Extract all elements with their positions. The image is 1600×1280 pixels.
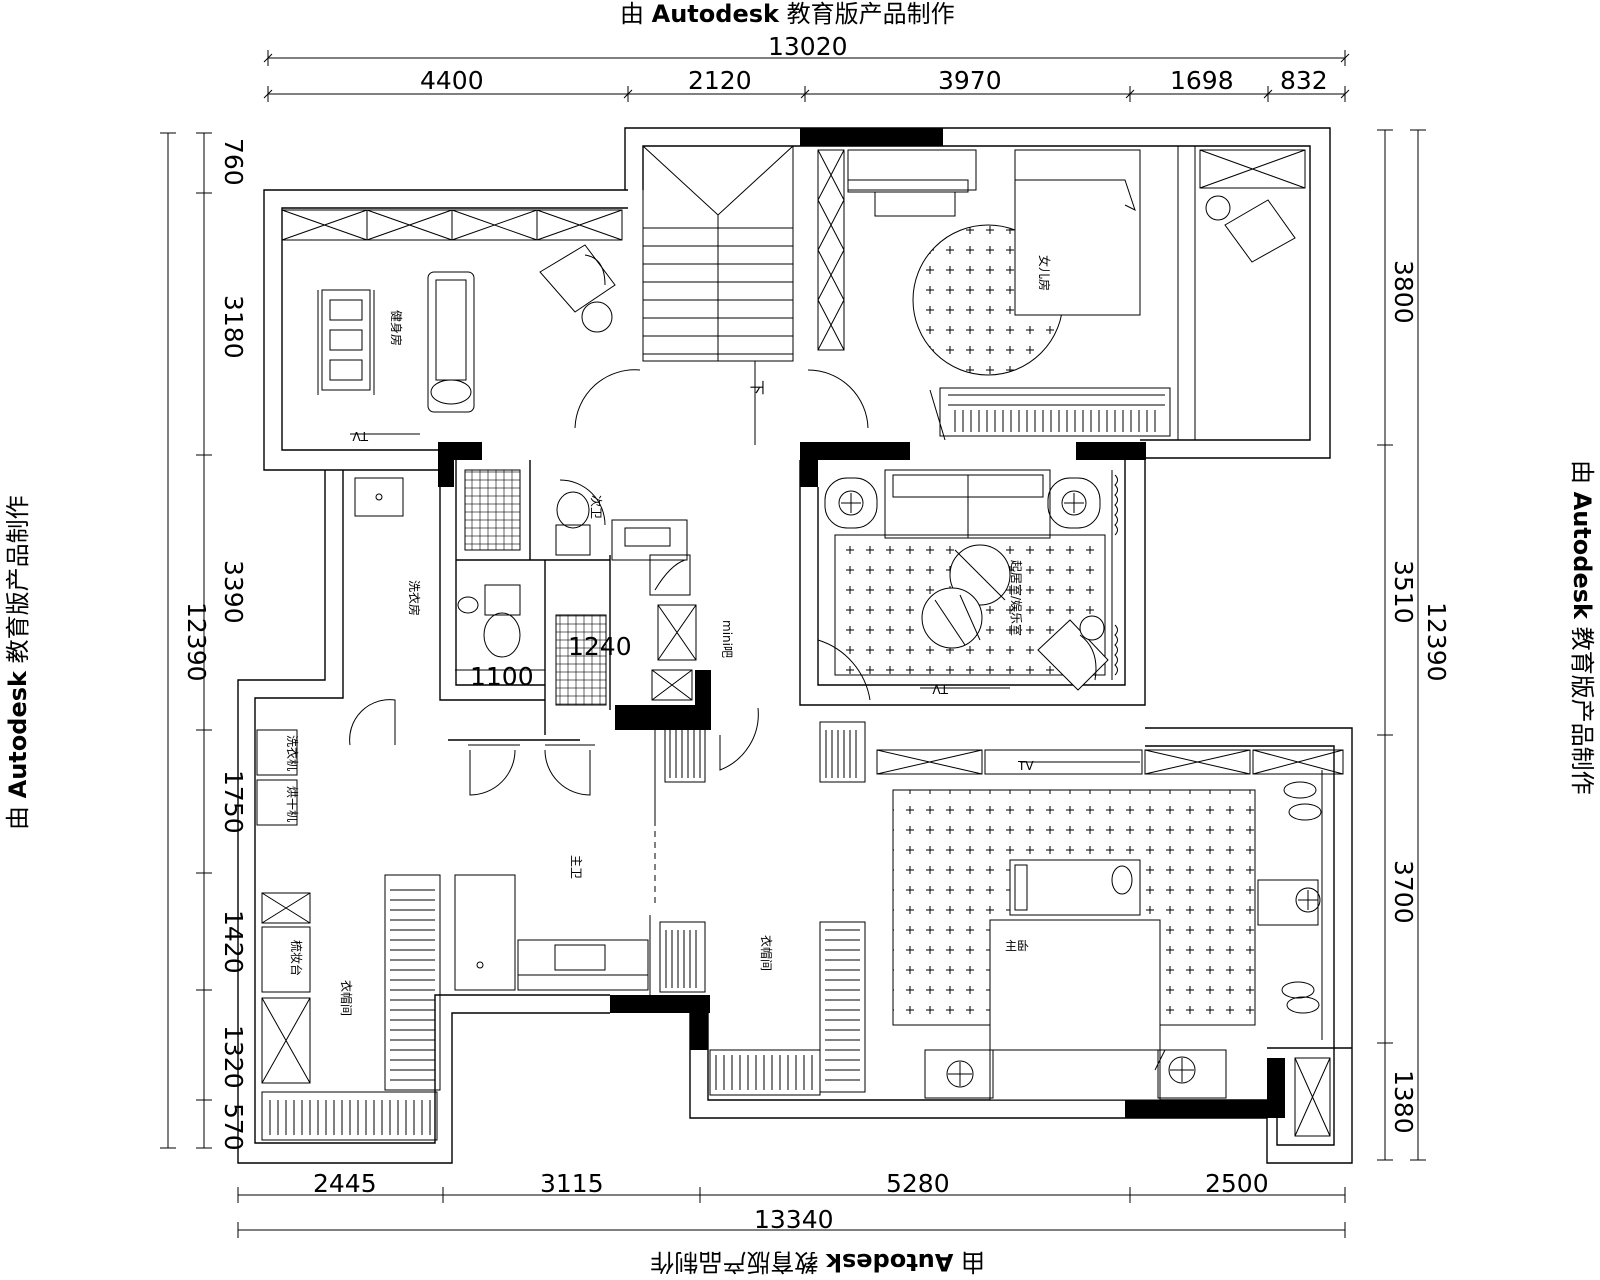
dim-left-seg-5: 1420 xyxy=(219,910,248,974)
room-family-label: 起居室/娱乐室 xyxy=(1009,560,1024,636)
dim-right-seg-4: 1380 xyxy=(1389,1070,1418,1134)
master-side-chairs xyxy=(1257,770,1323,1040)
vanity-and-cabinets xyxy=(261,892,438,1141)
washer-dryer xyxy=(256,729,298,826)
dim-top-seg-3: 3970 xyxy=(938,66,1002,95)
dim-bottom-seg-3: 5280 xyxy=(886,1169,950,1198)
daughter-wardrobe-left xyxy=(817,149,845,351)
dim-bottom-seg-4: 2500 xyxy=(1205,1169,1269,1198)
washer-label: 洗衣机 xyxy=(285,735,300,771)
closet-center xyxy=(649,915,866,1096)
shower-master-bath xyxy=(555,614,607,706)
stair-down-label: 下 xyxy=(748,380,766,395)
master-bench xyxy=(1009,859,1141,916)
dimension-bottom xyxy=(237,1187,1346,1238)
structural-columns xyxy=(438,128,1285,1118)
dimension-left xyxy=(160,132,212,1149)
family-coffee-tables xyxy=(921,544,1011,649)
second-bath-vanity xyxy=(611,519,688,561)
dim-bottom-seg-2: 3115 xyxy=(540,1169,604,1198)
dim-top-seg-2: 2120 xyxy=(688,66,752,95)
dimension-right xyxy=(1377,129,1426,1161)
dim-left-seg-2: 3180 xyxy=(219,295,248,359)
dim-left-seg-7: 570 xyxy=(219,1103,248,1151)
dim-left-seg-4: 1750 xyxy=(219,770,248,834)
dryer-label: 烘干机 xyxy=(285,786,299,822)
staircase xyxy=(574,145,869,445)
dim-bottom-seg-1: 2445 xyxy=(313,1169,377,1198)
closet-left-rails xyxy=(384,874,516,1091)
room-closet-left-label: 衣帽间 xyxy=(339,980,354,1016)
wardrobe-corridor-left xyxy=(654,721,866,905)
toilet-second xyxy=(555,491,591,556)
room-second-bath-label: 次卫 xyxy=(589,495,603,519)
dim-right-total: 12390 xyxy=(1422,602,1451,682)
dimension-top xyxy=(263,50,1350,102)
bath-doors xyxy=(468,744,595,796)
dim-left-total: 12390 xyxy=(182,602,211,682)
vanity-label: 梳妆台 xyxy=(289,940,304,976)
daughter-desk xyxy=(847,149,977,217)
watermark-right: 由 Autodesk 教育版产品制作 xyxy=(1568,460,1596,795)
watermark-bottom: 由 Autodesk 教育版产品制作 xyxy=(650,1248,985,1276)
dim-right-seg-1: 3800 xyxy=(1389,260,1418,324)
family-right-shelf xyxy=(1111,470,1118,680)
mini-bar xyxy=(649,554,697,701)
room-closet-center-label: 衣帽间 xyxy=(759,935,774,971)
second-bath-walls xyxy=(439,460,610,701)
dim-left-seg-1: 760 xyxy=(219,138,248,186)
shower-height-label: 1240 xyxy=(568,632,632,661)
daughter-bed xyxy=(1014,149,1141,316)
dim-left-seg-3: 3390 xyxy=(219,560,248,624)
daughter-side-closet xyxy=(1177,146,1306,440)
family-armchair xyxy=(1037,615,1109,691)
daughter-wardrobe-bottom xyxy=(929,387,1171,441)
gym-wardrobe xyxy=(281,209,623,241)
room-master-bedroom-label: 主卧 xyxy=(1005,939,1029,953)
room-gym-label: 健身房 xyxy=(389,310,404,346)
family-sofa xyxy=(884,469,1051,539)
dim-top-seg-5: 832 xyxy=(1280,66,1328,95)
dim-right-seg-3: 3700 xyxy=(1389,860,1418,924)
master-nightstands xyxy=(924,1049,1227,1099)
toilet-master-bath xyxy=(457,584,521,658)
gym-armchair xyxy=(539,244,616,333)
tv-master-label: TV xyxy=(1017,759,1034,773)
bathtub-second xyxy=(464,469,521,551)
dim-top-seg-4: 1698 xyxy=(1170,66,1234,95)
room-daughter-label: 女儿房 xyxy=(1037,255,1052,291)
family-side-tables xyxy=(824,477,1101,529)
family-room-walls xyxy=(799,460,1146,706)
room-laundry-label: 洗衣房 xyxy=(407,580,422,616)
master-tv-cabinet xyxy=(876,749,1344,775)
watermark-top: 由 Autodesk 教育版产品制作 xyxy=(620,0,955,28)
outer-walls xyxy=(237,127,1353,1164)
master-bath-walls xyxy=(448,555,611,741)
master-balcony-cabinet xyxy=(1294,1057,1331,1137)
laundry-sink xyxy=(354,477,404,517)
weight-machine xyxy=(317,289,375,395)
room-master-bath-label: 主卫 xyxy=(569,855,583,879)
watermark-left: 由 Autodesk 教育版产品制作 xyxy=(4,495,32,830)
dim-left-seg-6: 1320 xyxy=(219,1025,248,1089)
dim-right-seg-2: 3510 xyxy=(1389,560,1418,624)
dim-top-total: 13020 xyxy=(768,32,848,61)
dim-bottom-total: 13340 xyxy=(754,1205,834,1234)
tv-gym-label: TV xyxy=(352,429,369,443)
master-bath-vanity xyxy=(517,939,649,991)
tv-family-label: TV xyxy=(932,682,949,696)
dim-top-seg-1: 4400 xyxy=(420,66,484,95)
shower-width-label: 1100 xyxy=(470,662,534,691)
room-mini-bar-label: mini吧 xyxy=(720,620,734,658)
treadmill xyxy=(427,271,475,413)
